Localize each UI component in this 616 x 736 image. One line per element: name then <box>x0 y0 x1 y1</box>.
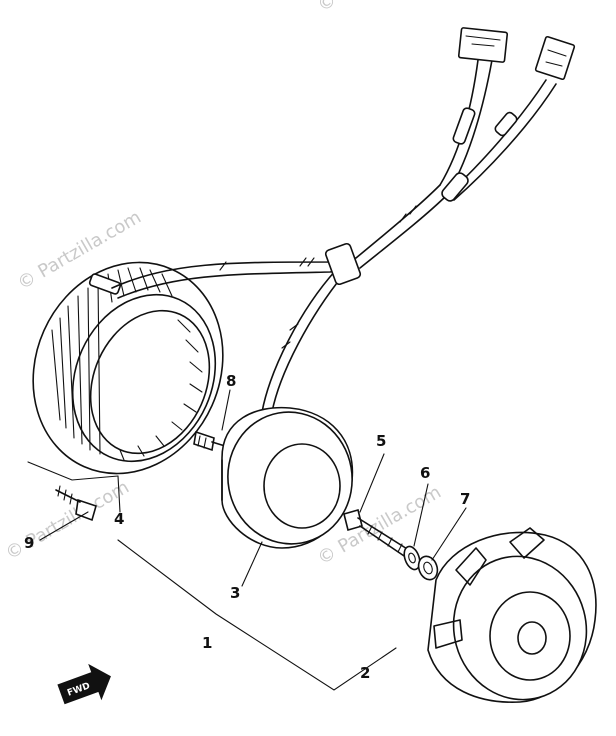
fwd-arrow: FWD <box>57 663 111 705</box>
callout-1: 1 <box>202 634 212 652</box>
nut-part-7 <box>417 555 439 581</box>
watermark-top-right: © Partzilla.com <box>314 0 445 16</box>
pulser-coil-part-3 <box>221 406 354 549</box>
callout-5: 5 <box>376 432 386 450</box>
leader-lines <box>27 389 467 691</box>
rotor-part-2 <box>427 527 597 703</box>
callout-3: 3 <box>230 584 240 602</box>
callout-9: 9 <box>24 534 34 552</box>
callout-6: 6 <box>420 464 430 482</box>
callout-7: 7 <box>460 490 470 508</box>
washer-part-6 <box>403 545 421 571</box>
wire-connectors <box>457 27 576 81</box>
stator-coil <box>32 261 224 475</box>
screw-part-9 <box>55 485 97 522</box>
callout-8: 8 <box>226 372 236 390</box>
callout-4: 4 <box>114 510 124 528</box>
callouts: 1 2 3 4 5 6 7 8 9 <box>24 372 470 682</box>
bolt-part-5 <box>343 509 413 561</box>
wiring-harness <box>111 59 557 413</box>
callout-2: 2 <box>360 664 370 682</box>
